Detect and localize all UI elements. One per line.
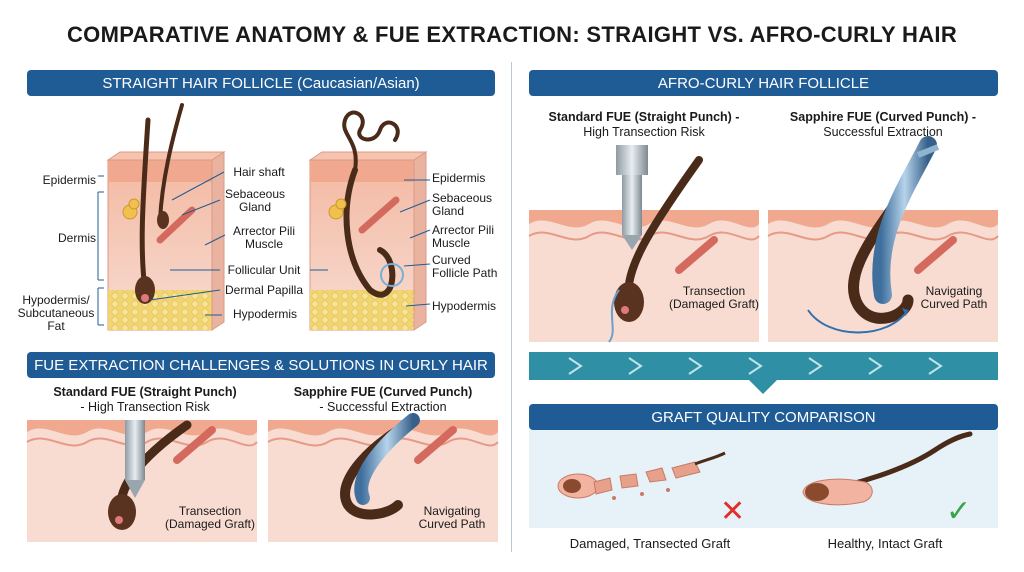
label-healthy-graft: Healthy, Intact Graft bbox=[827, 536, 943, 551]
afro-standard-title: Standard FUE (Straight Punch) - bbox=[548, 110, 740, 124]
afro-standard-subtitle: High Transection Risk bbox=[583, 125, 705, 139]
healthy-graft-illustration bbox=[802, 431, 973, 506]
label-arrector-pili-right: Arrector Pili Muscle bbox=[432, 223, 495, 250]
curly-follicle-diagram bbox=[308, 110, 428, 331]
afro-standard-caption: Standard FUE (Straight Punch) - High Tra… bbox=[529, 110, 759, 140]
graft-quality-banner: GRAFT QUALITY COMPARISON bbox=[529, 404, 998, 430]
left-layer-brackets bbox=[97, 175, 104, 326]
label-hypodermis-right: Hypodermis bbox=[432, 299, 497, 313]
afro-curly-banner: AFRO-CURLY HAIR FOLLICLE bbox=[529, 70, 998, 96]
label-sebaceous-gland-right: Sebaceous Gland bbox=[432, 191, 493, 218]
label-hair-shaft: Hair shaft bbox=[233, 165, 285, 179]
label-arrector-pili-mid: Arrector Pili Muscle bbox=[232, 224, 295, 251]
label-follicular-unit: Follicular Unit bbox=[227, 263, 301, 277]
sapphire-fue-caption: Sapphire FUE (Curved Punch) - Successful… bbox=[268, 385, 498, 415]
cross-icon: ✕ bbox=[720, 495, 746, 528]
page-title: COMPARATIVE ANATOMY & FUE EXTRACTION: ST… bbox=[66, 22, 958, 47]
label-transection-top: Transection (Damaged Graft) bbox=[668, 284, 760, 311]
standard-fue-subtitle: - High Transection Risk bbox=[80, 400, 210, 414]
standard-fue-title: Standard FUE (Straight Punch) bbox=[53, 385, 237, 399]
sapphire-fue-title: Sapphire FUE (Curved Punch) bbox=[293, 385, 473, 399]
afro-standard-panel bbox=[528, 156, 760, 343]
label-dermis: Dermis bbox=[58, 231, 96, 245]
challenges-banner: FUE EXTRACTION CHALLENGES & SOLUTIONS IN… bbox=[27, 352, 495, 378]
chevron-arrows bbox=[568, 357, 943, 394]
standard-fue-bottom-panel bbox=[26, 420, 258, 542]
sapphire-fue-subtitle: - Successful Extraction bbox=[319, 400, 447, 414]
right-leader-lines bbox=[399, 179, 431, 307]
damaged-graft-illustration bbox=[557, 451, 726, 500]
label-dermal-papilla: Dermal Papilla bbox=[224, 283, 304, 297]
label-sebaceous-gland-mid: Sebaceous Gland bbox=[224, 187, 286, 214]
label-hypodermis-subcutaneous: Hypodermis/ Subcutaneous Fat bbox=[17, 293, 95, 333]
sapphire-fue-bottom-panel bbox=[267, 413, 499, 542]
label-epidermis-left: Epidermis bbox=[42, 173, 96, 187]
label-damaged-graft: Damaged, Transected Graft bbox=[569, 536, 731, 551]
middle-leader-lines bbox=[149, 171, 328, 316]
chevron-band bbox=[529, 352, 998, 380]
section-divider bbox=[511, 62, 512, 552]
straight-follicle-banner: STRAIGHT HAIR FOLLICLE (Caucasian/Asian) bbox=[27, 70, 495, 96]
afro-sapphire-title: Sapphire FUE (Curved Punch) - bbox=[789, 110, 977, 124]
afro-straight-punch bbox=[616, 145, 648, 250]
label-navigating-top: Navigating Curved Path bbox=[920, 284, 988, 311]
afro-sapphire-caption: Sapphire FUE (Curved Punch) - Successful… bbox=[768, 110, 998, 140]
label-navigating-bottom: Navigating Curved Path bbox=[418, 504, 486, 531]
standard-fue-caption: Standard FUE (Straight Punch) - High Tra… bbox=[30, 385, 260, 415]
check-icon: ✓ bbox=[946, 495, 972, 528]
label-hypodermis-mid: Hypodermis bbox=[232, 307, 298, 321]
afro-sapphire-subtitle: Successful Extraction bbox=[823, 125, 943, 139]
label-curved-follicle-path: Curved Follicle Path bbox=[432, 253, 498, 280]
label-epidermis-right: Epidermis bbox=[432, 171, 486, 185]
label-transection-bottom: Transection (Damaged Graft) bbox=[164, 504, 256, 531]
afro-sapphire-punch bbox=[872, 136, 940, 304]
